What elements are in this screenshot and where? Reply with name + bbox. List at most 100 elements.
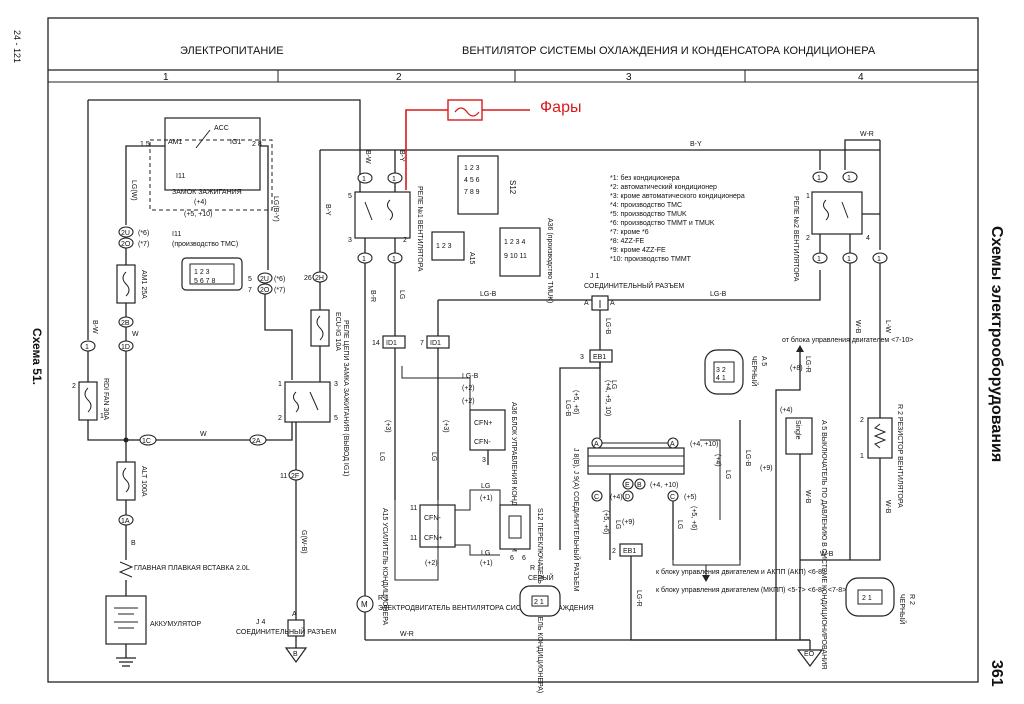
- svg-text:(+4): (+4): [610, 494, 623, 501]
- svg-text:(*7): (*7): [138, 241, 149, 248]
- svg-text:CFN+: CFN+: [424, 535, 442, 542]
- svg-text:CFN-: CFN-: [474, 439, 491, 446]
- svg-text:*5: производство TMUK: *5: производство TMUK: [610, 211, 687, 218]
- svg-text:11: 11: [410, 535, 417, 542]
- ig-relay-label: РЕЛЕ ЦЕПИ ЗАМКА ЗАЖИГАНИЯ (ВЫВОД IG1): [342, 320, 349, 477]
- ig-relay: [284, 381, 331, 423]
- svg-text:B-Y: B-Y: [690, 141, 702, 148]
- svg-text:LG-B: LG-B: [564, 400, 571, 417]
- svg-text:*8: 4ZZ-FE: *8: 4ZZ-FE: [610, 238, 645, 245]
- column-4: 4: [858, 72, 864, 83]
- svg-text:7: 7: [248, 287, 252, 294]
- a5-pressure-switch: [785, 417, 813, 455]
- am1-fuse-label: AM1 25A: [140, 270, 147, 299]
- battery: [105, 595, 147, 645]
- svg-text:3: 3: [348, 237, 352, 244]
- a15-connector: [431, 231, 465, 261]
- svg-text:1: 1: [817, 175, 821, 182]
- r1-color: СЕРЫЙ: [528, 573, 554, 582]
- chapter-title: Схемы электрооборудования: [988, 226, 1005, 462]
- svg-text:1: 1: [806, 193, 810, 200]
- ignition-pin-acc: ACC: [214, 125, 229, 132]
- rdi-fan-fuse-label: RDI FAN 30A: [102, 378, 109, 420]
- svg-text:1: 1: [278, 381, 282, 388]
- page-frame: [47, 17, 979, 683]
- svg-text:G(W-B): G(W-B): [300, 530, 307, 554]
- svg-text:2: 2: [860, 417, 864, 424]
- svg-text:1 2 3 4: 1 2 3 4: [504, 239, 526, 246]
- motor-id: R 1: [378, 595, 389, 602]
- svg-text:1: 1: [847, 175, 851, 182]
- fan-relay-2: [811, 191, 863, 235]
- svg-text:1: 1: [877, 256, 881, 263]
- svg-text:2O: 2O: [260, 287, 270, 294]
- a5-name: A 5 ВЫКЛЮЧАТЕЛЬ ПО ДАВЛЕНИЮ В СИСТЕМЕ КО…: [820, 420, 827, 669]
- headlight-label: Фары: [540, 99, 581, 116]
- joint-connector: [587, 447, 685, 475]
- svg-text:1A: 1A: [121, 518, 130, 525]
- a15-block-label: A15 УСИЛИТЕЛЬ КОНДИЦИОНЕРА: [381, 508, 388, 625]
- svg-text:(+5): (+5): [684, 494, 697, 501]
- svg-text:LG-B: LG-B: [604, 318, 611, 335]
- svg-text:(+3): (+3): [384, 420, 391, 433]
- a5-conn-id: A 5: [760, 356, 767, 366]
- a36-connector: [499, 227, 541, 277]
- header-right: ВЕНТИЛЯТОР СИСТЕМЫ ОХЛАЖДЕНИЯ И КОНДЕНСА…: [462, 45, 876, 57]
- to-ecu-mt: к блоку управления двигателем (МКПП) <5-…: [656, 586, 846, 594]
- svg-text:26: 26: [304, 275, 312, 282]
- svg-text:LG: LG: [481, 483, 490, 490]
- svg-text:(+2): (+2): [425, 560, 438, 567]
- fusible-link: ГЛАВНАЯ ПЛАВКАЯ ВСТАВКА 2.0L: [134, 565, 250, 572]
- svg-text:2: 2: [806, 235, 810, 242]
- j4-name: СОЕДИНИТЕЛЬНЫЙ РАЗЪЕМ: [236, 627, 336, 636]
- page-ref: 24 - 121: [12, 30, 22, 63]
- svg-text:3: 3: [482, 457, 486, 464]
- svg-text:B-R: B-R: [369, 290, 376, 302]
- a36-conn-label: A36 (производство TMUK): [546, 218, 553, 303]
- j1-label: J 1: [590, 273, 599, 280]
- svg-text:W-B: W-B: [804, 490, 811, 504]
- svg-text:C: C: [670, 494, 675, 501]
- ignition-pin-am1: AM1: [168, 139, 183, 146]
- a5-connector: [704, 349, 744, 395]
- r1-conn-id: R 1: [530, 565, 541, 572]
- svg-text:1 2 3: 1 2 3: [436, 243, 452, 250]
- svg-text:1: 1: [392, 176, 396, 183]
- svg-text:6: 6: [522, 555, 526, 562]
- svg-text:(+2): (+2): [462, 385, 475, 392]
- r2-name: R 2 РЕЗИСТОР ВЕНТИЛЯТОРА: [896, 404, 903, 508]
- r2-conn-id: R 2: [908, 594, 915, 605]
- svg-text:(+2): (+2): [462, 398, 475, 405]
- svg-text:LG: LG: [614, 520, 621, 529]
- svg-text:LG: LG: [398, 290, 405, 299]
- svg-text:(+4): (+4): [780, 407, 793, 414]
- svg-text:1: 1: [847, 256, 851, 263]
- wire-lgw: LG(W): [130, 180, 137, 201]
- s12-block: [499, 504, 531, 550]
- fan-relay-1-label: РЕЛЕ №1 ВЕНТИЛЯТОРА: [416, 186, 423, 272]
- svg-text:A: A: [670, 441, 675, 448]
- svg-text:A: A: [610, 300, 615, 307]
- svg-text:1: 1: [362, 256, 366, 263]
- svg-text:11: 11: [280, 473, 287, 480]
- svg-text:5: 5: [248, 276, 252, 283]
- svg-text:*2: автоматический кондиционер: *2: автоматический кондиционер: [610, 183, 717, 191]
- j1-name: СОЕДИНИТЕЛЬНЫЙ РАЗЪЕМ: [584, 281, 684, 290]
- svg-text:LG-B: LG-B: [480, 291, 497, 298]
- svg-text:(+1): (+1): [480, 495, 493, 502]
- column-1: 1: [163, 72, 169, 83]
- from-ecu: от блока управления двигателем <7-10>: [782, 336, 913, 344]
- svg-text:(*7): (*7): [274, 287, 285, 294]
- svg-text:*10: производство TMMT: *10: производство TMMT: [610, 256, 692, 263]
- alt-fuse-label: ALT 100A: [140, 466, 147, 497]
- r1-connector: [519, 585, 561, 617]
- svg-text:(+5, +6): (+5, +6): [572, 390, 579, 415]
- svg-text:B-Y: B-Y: [398, 150, 405, 162]
- svg-text:L-W: L-W: [884, 320, 891, 333]
- svg-text:7 8 9: 7 8 9: [464, 189, 480, 196]
- svg-text:2: 2: [278, 415, 282, 422]
- ecu-ig-fuse-label: ECU-IG 10A: [334, 312, 341, 351]
- notes-block: *1: без кондиционера *2: автоматический …: [610, 174, 745, 263]
- svg-text:A: A: [594, 441, 599, 448]
